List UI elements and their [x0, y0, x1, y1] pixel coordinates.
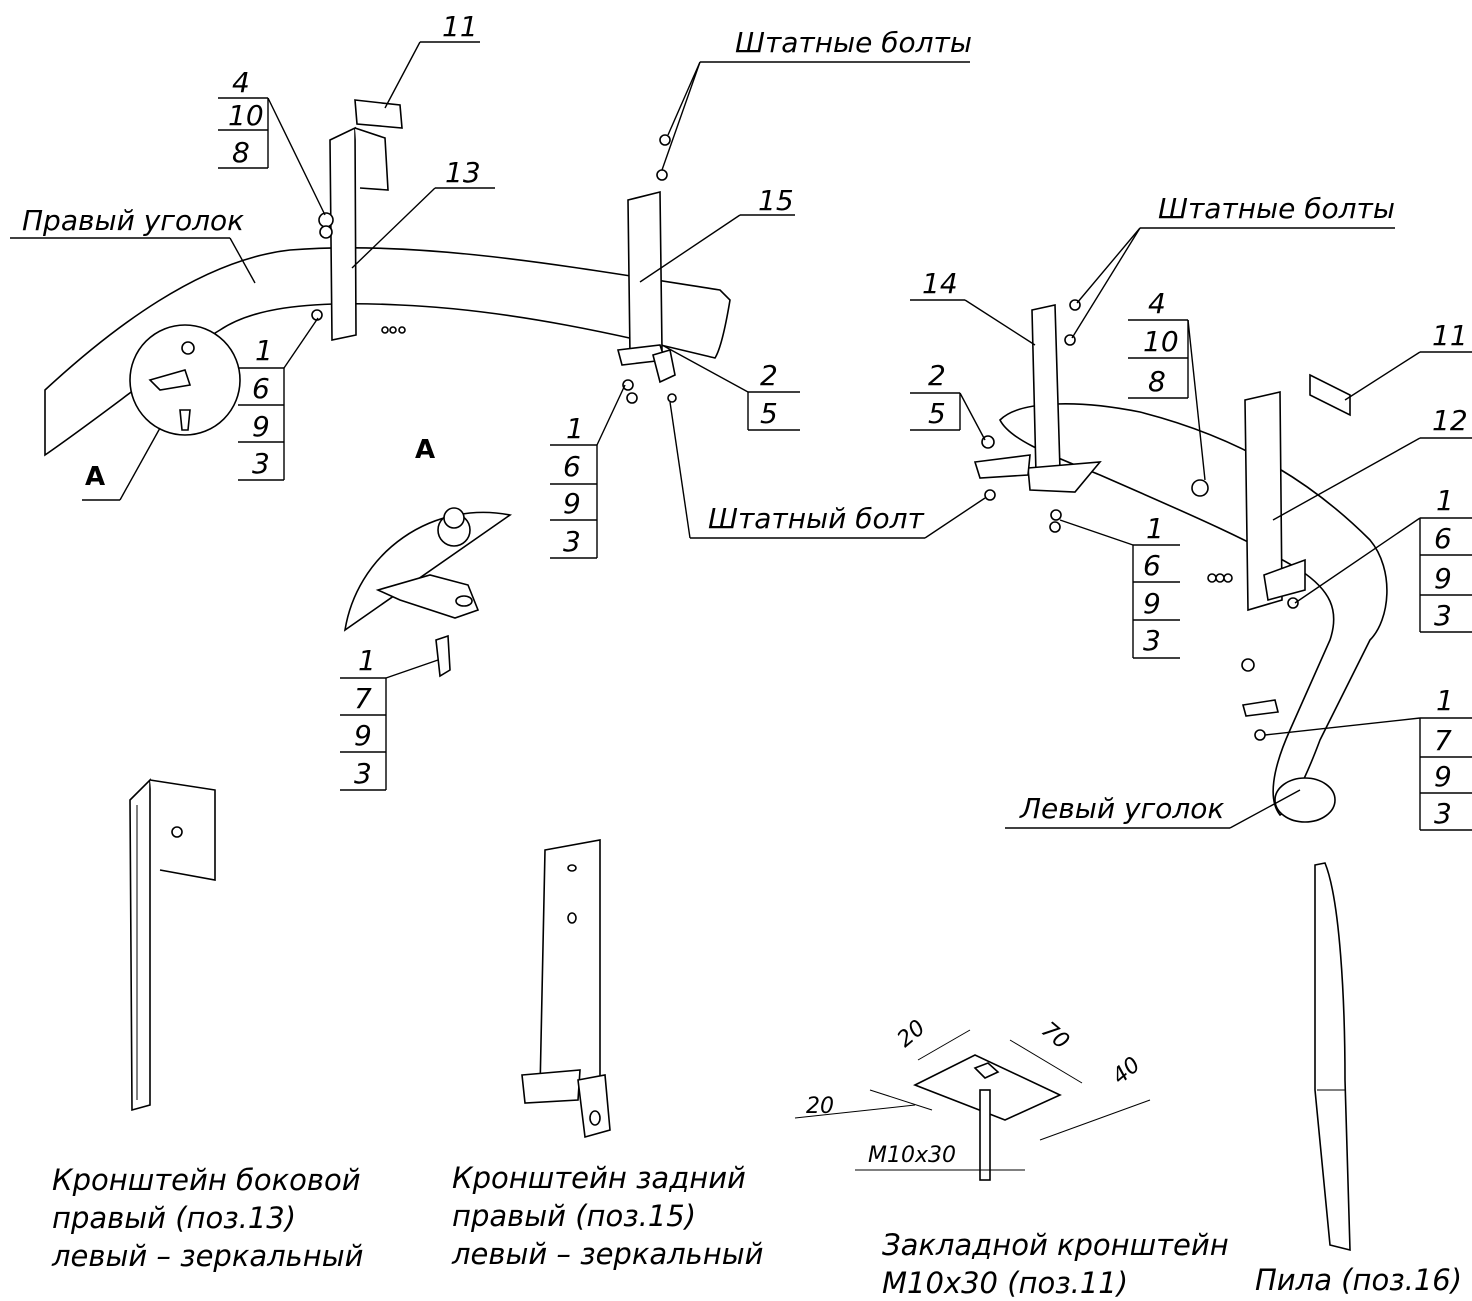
callout-a-9: 9 — [252, 410, 270, 443]
stock-bolts-right-label: Штатные болты — [1158, 192, 1395, 225]
callout-detail-1: 1 — [358, 644, 376, 677]
callout-mid-9: 9 — [563, 487, 581, 520]
callout-detail-7: 7 — [354, 682, 372, 715]
bracket-14 — [973, 304, 1102, 493]
callout-r-5: 5 — [928, 397, 946, 430]
callout-r-12: 12 — [1432, 404, 1468, 437]
left-angle-label: Левый уголок — [1019, 792, 1224, 825]
callout-2: 2 — [760, 359, 778, 392]
bolt-parts-right — [981, 299, 1299, 741]
callout-r-4: 4 — [1148, 287, 1166, 320]
detail-a-circle — [129, 324, 241, 436]
callout-mid-1: 1 — [566, 412, 584, 445]
callout-r-3: 3 — [1434, 599, 1452, 632]
leaders-top-left — [10, 41, 986, 559]
view-a-marker-left: А — [85, 462, 105, 492]
callout-rb-3: 3 — [1434, 797, 1452, 830]
callout-mid-6: 6 — [563, 450, 581, 483]
rear-bracket-drawing — [521, 839, 611, 1139]
caption-rear-bracket-1: Кронштейн задний — [452, 1161, 746, 1195]
callout-rl-1: 1 — [1146, 512, 1164, 545]
callout-rl-3: 3 — [1143, 624, 1161, 657]
right-angle-label: Правый уголок — [22, 204, 244, 237]
callout-rb-1: 1 — [1436, 684, 1454, 717]
callout-rl-6: 6 — [1143, 549, 1161, 582]
caption-side-bracket-2: правый (поз.13) — [52, 1201, 296, 1235]
caption-saw: Пила (поз.16) — [1255, 1263, 1462, 1297]
dim-40: 40 — [1108, 1052, 1146, 1089]
callout-r-9: 9 — [1434, 562, 1452, 595]
left-angle-bar — [999, 403, 1388, 823]
caption-embed-bracket-1: Закладной кронштейн — [882, 1228, 1229, 1262]
detail-view-a — [340, 507, 513, 791]
callout-a-3: 3 — [252, 447, 270, 480]
dim-70: 70 — [1036, 1017, 1074, 1054]
callout-r-6: 6 — [1434, 522, 1452, 555]
callout-rb-9: 9 — [1434, 760, 1452, 793]
side-bracket-drawing — [129, 778, 216, 1112]
callout-detail-3: 3 — [354, 757, 372, 790]
side-bracket-13 — [329, 99, 403, 341]
stock-bolt-label: Штатный болт — [708, 502, 925, 535]
callout-mid-3: 3 — [563, 525, 581, 558]
leaders-right — [910, 227, 1472, 831]
view-a-marker-center: А — [415, 435, 435, 465]
callout-rb-7: 7 — [1434, 724, 1452, 757]
saw-drawing — [1314, 862, 1351, 1252]
rear-bracket-15 — [616, 190, 676, 384]
callout-8: 8 — [232, 136, 250, 169]
dim-20-top: 20 — [893, 1015, 931, 1052]
callout-a-1: 1 — [255, 334, 273, 367]
caption-rear-bracket-2: правый (поз.15) — [452, 1199, 696, 1233]
callout-rl-9: 9 — [1143, 587, 1161, 620]
callout-r-1: 1 — [1436, 484, 1454, 517]
embed-bracket-drawing — [794, 1029, 1151, 1181]
callout-11: 11 — [442, 10, 478, 43]
bracket-12 — [1244, 390, 1306, 612]
callout-4: 4 — [232, 66, 250, 99]
callout-15: 15 — [758, 184, 794, 217]
callout-10: 10 — [228, 99, 264, 132]
caption-embed-bracket-2: М10х30 (поз.11) — [882, 1266, 1128, 1300]
caption-side-bracket-1: Кронштейн боковой — [52, 1163, 361, 1197]
callout-detail-9: 9 — [354, 719, 372, 752]
callout-r-11: 11 — [1432, 319, 1468, 352]
callout-r-8: 8 — [1148, 365, 1166, 398]
callout-r-10: 10 — [1143, 325, 1179, 358]
callout-r-2: 2 — [928, 359, 946, 392]
plate-11-right — [1309, 373, 1351, 417]
stock-bolts-top-label: Штатные болты — [735, 26, 972, 59]
caption-side-bracket-3: левый – зеркальный — [51, 1239, 363, 1273]
callout-13: 13 — [445, 156, 481, 189]
callout-5: 5 — [760, 397, 778, 430]
callout-a-6: 6 — [252, 372, 270, 405]
caption-rear-bracket-3: левый – зеркальный — [451, 1237, 763, 1271]
dim-20-left: 20 — [806, 1094, 834, 1119]
callout-14: 14 — [922, 267, 958, 300]
right-angle-bar — [44, 246, 731, 457]
dim-thread: M10x30 — [868, 1143, 956, 1168]
